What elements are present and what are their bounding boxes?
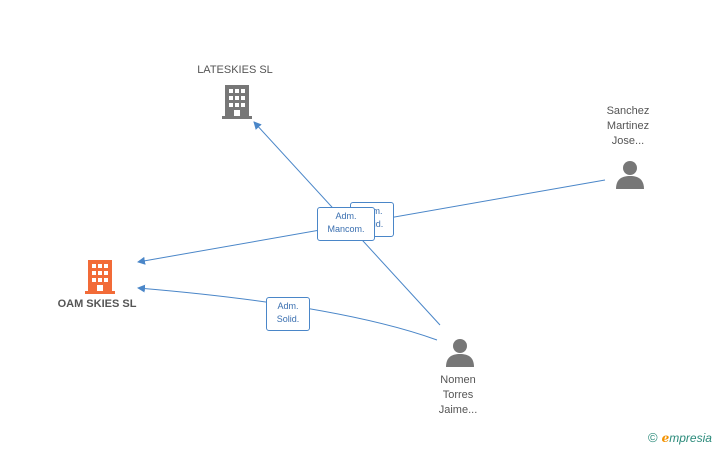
person-name-line: Sanchez	[606, 105, 650, 117]
relation-label-line: Adm.	[335, 211, 357, 221]
building-icon[interactable]	[222, 83, 252, 119]
person-name-nomen[interactable]: Nomen Torres Jaime...	[418, 373, 498, 418]
relation-label-adm-mancom[interactable]: Adm. Mancom.	[317, 207, 375, 241]
relation-label-adm-solid[interactable]: Adm. Solid.	[266, 297, 310, 331]
empresia-watermark: ©empresia	[648, 430, 712, 445]
person-name-line: Jose...	[611, 135, 645, 147]
relation-label-line: Mancom.	[327, 224, 365, 234]
person-name-sanchez[interactable]: Sanchez Martinez Jose...	[588, 104, 668, 149]
person-name-line: Martinez	[606, 120, 650, 132]
building-icon[interactable]	[85, 258, 115, 294]
person-icon[interactable]	[615, 160, 645, 190]
company-name-lateskies[interactable]: LATESKIES SL	[197, 64, 273, 76]
person-name-line: Jaime...	[438, 404, 478, 416]
edge-nomen-to-oam	[137, 284, 438, 341]
relation-label-line: Solid.	[276, 314, 300, 324]
empresia-logo-mark: e	[661, 431, 670, 445]
company-name-oam-skies[interactable]: OAM SKIES SL	[57, 298, 137, 310]
copyright-icon: ©	[648, 430, 658, 445]
relation-label-line: Adm.	[277, 301, 299, 311]
empresia-brand-text: mpresia	[669, 431, 712, 445]
person-name-line: Nomen	[440, 374, 476, 386]
person-name-line: Torres	[442, 389, 474, 401]
person-icon[interactable]	[445, 338, 475, 368]
